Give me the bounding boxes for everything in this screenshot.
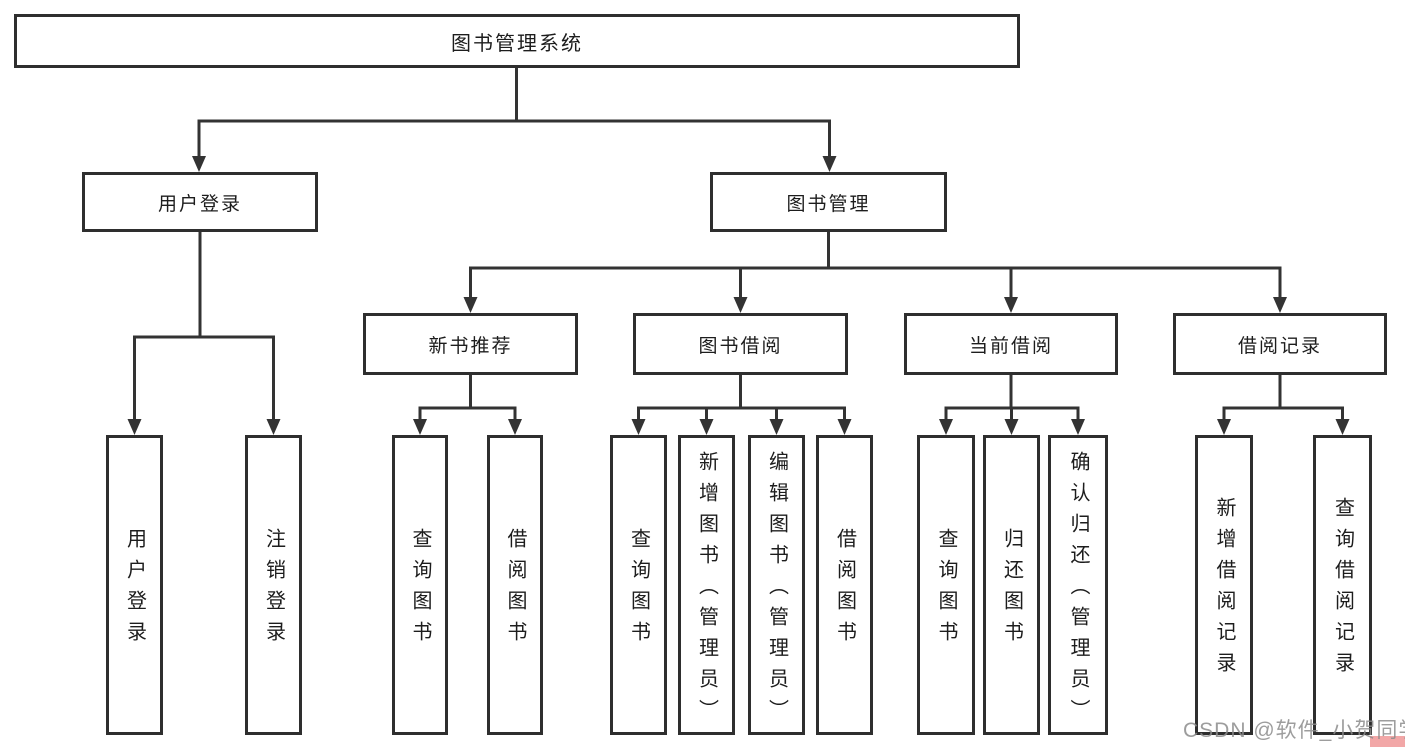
leaf-label: 查询图书 [935, 528, 957, 652]
leaf-label: 用户登录 [123, 528, 146, 652]
node-borrow-record: 借阅记录 [1173, 313, 1387, 375]
leaf-query-books-current: 查询图书 [917, 435, 975, 735]
node-book-borrow: 图书借阅 [633, 313, 848, 375]
node-label: 图书借阅 [698, 335, 783, 357]
node-label: 图书管理 [786, 193, 871, 215]
leaf-query-borrow-record: 查询借阅记录 [1313, 435, 1372, 735]
leaf-label: 确认归还（管理员） [1067, 450, 1089, 730]
leaf-label: 查询借阅记录 [1331, 497, 1354, 683]
leaf-label: 查询图书 [409, 528, 431, 652]
node-label: 图书管理系统 [451, 32, 583, 55]
node-label: 当前借阅 [968, 335, 1053, 357]
leaf-label: 借阅图书 [504, 528, 526, 652]
watermark-text: CSDN @软件_小贺同学 [1183, 719, 1405, 742]
leaf-label: 注销登录 [262, 528, 285, 652]
node-new-book-recommend: 新书推荐 [363, 313, 578, 375]
watermark-accent-block [1370, 736, 1405, 747]
leaf-query-books-borrow: 查询图书 [610, 435, 667, 735]
leaf-query-books-recommend: 查询图书 [392, 435, 448, 735]
leaf-label: 归还图书 [1000, 528, 1023, 652]
node-label: 用户登录 [157, 193, 242, 215]
leaf-label: 新增图书（管理员） [695, 450, 718, 730]
leaf-return-books: 归还图书 [983, 435, 1040, 735]
node-current-borrow: 当前借阅 [904, 313, 1118, 375]
node-library-management-system: 图书管理系统 [14, 14, 1020, 68]
leaf-confirm-return-admin: 确认归还（管理员） [1048, 435, 1108, 735]
node-user-login: 用户登录 [82, 172, 318, 232]
node-label: 新书推荐 [428, 335, 513, 357]
leaf-label: 编辑图书（管理员） [765, 450, 788, 730]
leaf-borrow-books-borrow: 借阅图书 [816, 435, 873, 735]
node-label: 借阅记录 [1237, 335, 1322, 357]
leaf-label: 查询图书 [627, 528, 650, 652]
leaf-label: 借阅图书 [833, 528, 856, 652]
leaf-edit-book-admin: 编辑图书（管理员） [748, 435, 805, 735]
leaf-user-login: 用户登录 [106, 435, 163, 735]
leaf-logout-login: 注销登录 [245, 435, 302, 735]
leaf-add-book-admin: 新增图书（管理员） [678, 435, 735, 735]
leaf-label: 新增借阅记录 [1213, 497, 1235, 683]
node-book-management: 图书管理 [710, 172, 947, 232]
leaf-add-borrow-record: 新增借阅记录 [1195, 435, 1253, 735]
leaf-borrow-books-recommend: 借阅图书 [487, 435, 543, 735]
